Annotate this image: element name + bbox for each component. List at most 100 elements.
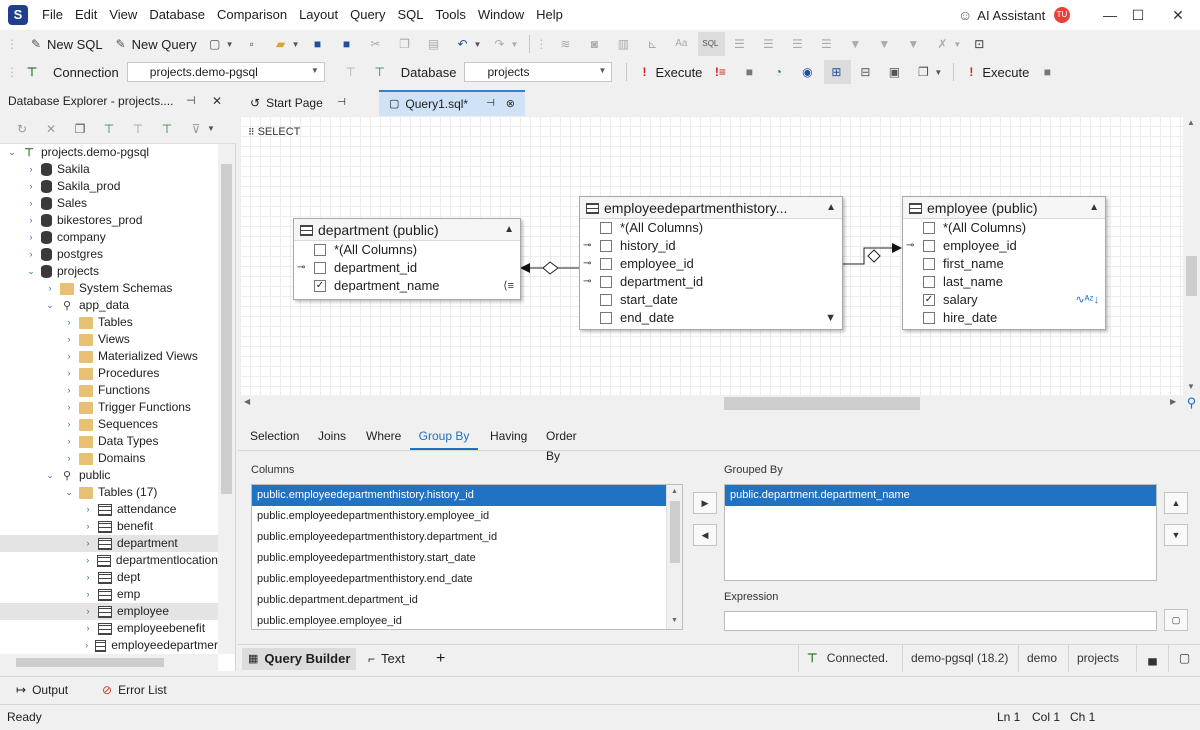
scroll-thumb[interactable]	[221, 164, 232, 494]
chevron-right-icon[interactable]: ›	[29, 232, 33, 242]
tree-item-folder[interactable]: ›Sequences	[0, 416, 218, 433]
save-all-button[interactable]: ■	[335, 32, 362, 56]
scroll-thumb[interactable]	[16, 658, 164, 667]
scroll-thumb[interactable]	[724, 397, 920, 410]
ai-assistant-button[interactable]: ☺ AI Assistant	[958, 0, 1045, 30]
tree-item-table[interactable]: ›employee	[0, 603, 218, 620]
chevron-right-icon[interactable]: ›	[29, 181, 33, 191]
layout-full-button[interactable]: ▢	[1168, 645, 1200, 672]
column-checkbox[interactable]	[600, 258, 612, 270]
tab-having[interactable]: Having	[490, 429, 528, 443]
column-row[interactable]: ⊸department_id	[294, 259, 520, 277]
new-connection-button[interactable]: ⊤	[97, 117, 124, 141]
save-button[interactable]: ■	[306, 32, 333, 56]
column-row[interactable]: end_date▼	[580, 309, 842, 327]
column-row[interactable]: ⊸employee_id	[580, 255, 842, 273]
columns-list-scrollbar[interactable]: ▲ ▼	[666, 485, 682, 629]
menu-database[interactable]: Database	[149, 7, 205, 22]
tree-item-table[interactable]: ›benefit	[0, 518, 218, 535]
column-checkbox[interactable]	[314, 262, 326, 274]
tree-item-db[interactable]: ›postgres	[0, 246, 218, 263]
list-item[interactable]: public.employeedepartmenthistory.end_dat…	[257, 573, 473, 585]
column-checkbox[interactable]	[600, 240, 612, 252]
chevron-right-icon[interactable]: ›	[67, 334, 71, 344]
list-item[interactable]: public.department.department_name	[725, 485, 1156, 506]
entity-department[interactable]: department (public)▲ *(All Columns) ⊸dep…	[293, 218, 521, 300]
menu-window[interactable]: Window	[477, 7, 525, 22]
tree-item-table[interactable]: ›department	[0, 535, 218, 552]
tree-item-db[interactable]: ›Sakila	[0, 161, 218, 178]
menu-query[interactable]: Query	[350, 7, 386, 22]
tree-item-db[interactable]: ›Sales	[0, 195, 218, 212]
list-item[interactable]: public.department.department_id	[257, 594, 418, 606]
entity-header[interactable]: department (public)▲	[294, 219, 520, 241]
entity-header[interactable]: employeedepartmenthistory...▲	[580, 197, 842, 219]
menu-layout[interactable]: Layout	[299, 7, 339, 22]
query-diagram-canvas[interactable]: ⠿ SELECT department (public)▲ *(All Colu…	[240, 116, 1183, 395]
expression-builder-button[interactable]: ▢	[1164, 609, 1188, 631]
query-builder-toggle[interactable]: ⊞	[824, 60, 852, 84]
column-checkbox[interactable]	[923, 276, 935, 288]
chevron-right-icon[interactable]: ›	[86, 504, 90, 514]
maximize-button[interactable]: ☐	[1131, 7, 1145, 23]
sql-button[interactable]: SQL	[698, 32, 726, 56]
tree-item-folder[interactable]: ›Views	[0, 331, 218, 348]
undo-button[interactable]: ↶▼	[451, 32, 486, 56]
history-button[interactable]: ◔	[766, 60, 793, 84]
new-document-button[interactable]: ▢▼	[203, 32, 238, 56]
column-checkbox[interactable]: ✓	[314, 280, 326, 292]
close-tab-icon[interactable]: ⊗	[505, 98, 515, 110]
menu-help[interactable]: Help	[536, 7, 563, 22]
chevron-right-icon[interactable]: ›	[86, 623, 90, 633]
chevron-right-icon[interactable]: ›	[48, 283, 52, 293]
list-item[interactable]: public.employee.employee_id	[257, 615, 402, 627]
bookmark-prev-button[interactable]: ▼	[901, 32, 928, 56]
list-item[interactable]: public.employeedepartmenthistory.history…	[252, 485, 667, 506]
column-checkbox[interactable]	[923, 312, 935, 324]
menu-file[interactable]: File	[42, 7, 63, 22]
move-up-button[interactable]: ▲	[1164, 492, 1188, 514]
chevron-right-icon[interactable]: ›	[86, 606, 90, 616]
scroll-down-icon[interactable]: ▼	[671, 617, 678, 624]
collapse-icon[interactable]: ▲	[504, 224, 514, 235]
tree-item-table[interactable]: ›employeedepartmer	[0, 637, 218, 654]
tab-where[interactable]: Where	[366, 429, 402, 443]
scroll-thumb[interactable]	[1186, 256, 1197, 296]
copy-button[interactable]: ❐	[393, 32, 420, 56]
chevron-right-icon[interactable]: ›	[86, 521, 90, 531]
column-checkbox[interactable]	[600, 222, 612, 234]
new-sql-button[interactable]: ✎New SQL	[24, 32, 107, 56]
tree-item-table[interactable]: ›departmentlocation	[0, 552, 218, 569]
snapshot-button[interactable]: ◙	[582, 32, 609, 56]
profile-button[interactable]: ▥	[611, 32, 638, 56]
expression-input[interactable]	[724, 611, 1157, 631]
tree-item-table[interactable]: ›employeebenefit	[0, 620, 218, 637]
tree-item-table[interactable]: ›emp	[0, 586, 218, 603]
collapse-icon[interactable]: ▲	[1089, 202, 1099, 213]
scroll-left-icon[interactable]: ◀	[244, 397, 251, 406]
column-row[interactable]: last_name	[903, 273, 1105, 291]
cut-button[interactable]: ✂	[364, 32, 391, 56]
scroll-thumb[interactable]	[670, 501, 680, 563]
column-checkbox[interactable]	[600, 294, 612, 306]
indent-button[interactable]: ☰	[727, 32, 754, 56]
column-row[interactable]: ⊸department_id	[580, 273, 842, 291]
comment-button[interactable]: ☰	[814, 32, 841, 56]
disconnect-db-button[interactable]: ⊤	[155, 117, 182, 141]
tree-item-table[interactable]: ›dept	[0, 569, 218, 586]
stop-button[interactable]: ■	[737, 60, 764, 84]
layout-bottom-button[interactable]: ▄	[1136, 645, 1168, 672]
chevron-right-icon[interactable]: ›	[67, 368, 71, 378]
connect-db-button[interactable]: ⊤	[126, 117, 153, 141]
move-down-button[interactable]: ▼	[1164, 524, 1188, 546]
align-button[interactable]: ☰	[785, 32, 812, 56]
scroll-up-icon[interactable]: ▲	[1187, 118, 1195, 127]
zoom-icon[interactable]: ⚲	[1186, 395, 1197, 410]
chevron-right-icon[interactable]: ›	[67, 453, 71, 463]
case-button[interactable]: Aa	[669, 32, 696, 56]
tree-item-folder[interactable]: ›System Schemas	[0, 280, 218, 297]
add-to-group-button[interactable]: ▶	[693, 492, 717, 514]
chevron-right-icon[interactable]: ›	[29, 164, 33, 174]
column-row[interactable]: ⊸history_id	[580, 237, 842, 255]
tree-item-folder[interactable]: ›Tables	[0, 314, 218, 331]
